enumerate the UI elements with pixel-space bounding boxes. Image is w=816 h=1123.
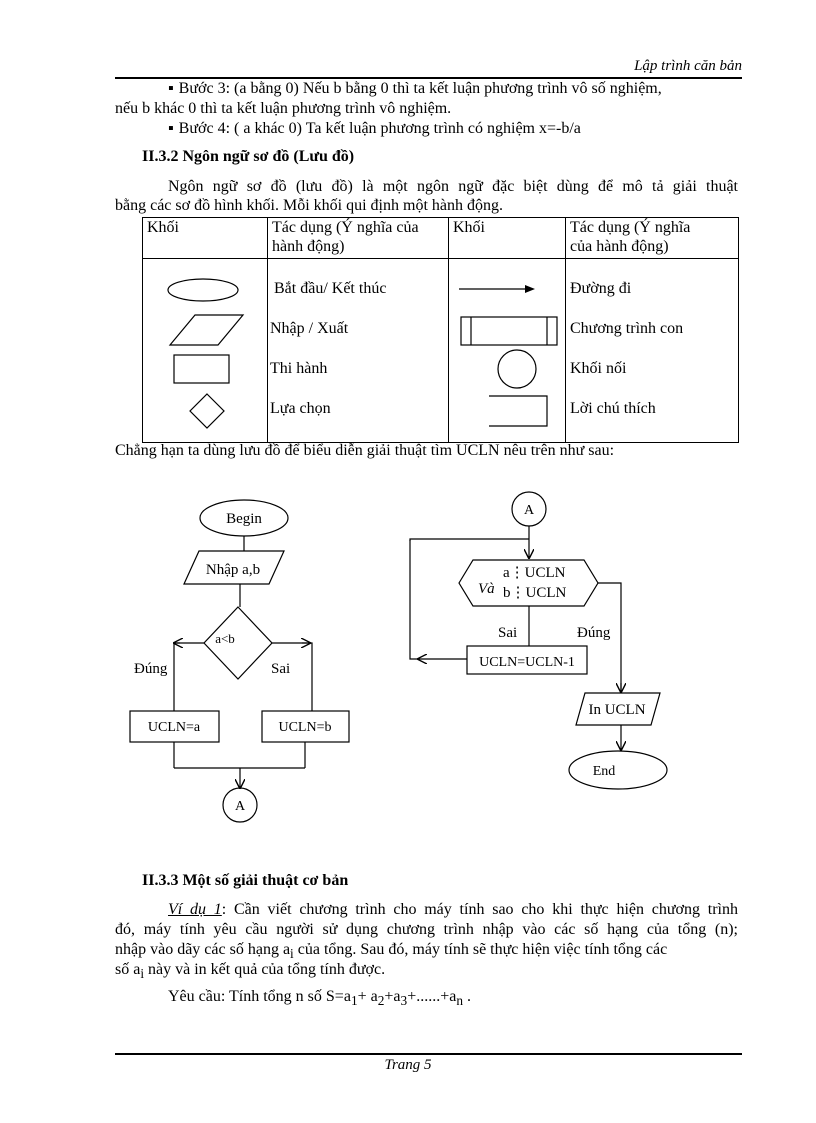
end-shape <box>568 750 668 790</box>
input-shape <box>183 550 285 585</box>
cond2-line1-label: a⋮UCLN <box>503 565 566 581</box>
table-body-row: Bắt đầu/ Kết thúc Nhập / Xuất Thi hành L… <box>142 258 739 443</box>
page-header-title: Lập trình căn bản <box>634 58 742 74</box>
symbol-cell-right <box>448 258 566 443</box>
end-label: End <box>593 764 616 779</box>
left-symbols <box>167 278 245 429</box>
page-number: Trang 5 <box>384 1057 432 1073</box>
decrement-label: UCLN=UCLN-1 <box>479 655 575 670</box>
assign-a-label: UCLN=a <box>148 720 201 735</box>
symbol-cell-left <box>142 258 268 443</box>
condition-label: a<b <box>215 631 235 646</box>
meaning-process: Thi hành <box>270 360 328 377</box>
example-intro: Chẳng hạn ta dùng lưu đồ để biểu diễn gi… <box>115 442 615 459</box>
comment-bracket-icon <box>489 395 548 427</box>
output-shape <box>575 692 661 726</box>
connector-circle-icon <box>497 349 537 389</box>
right-symbols <box>459 285 558 427</box>
vd1-line4: số ai này và in kết quả của tổng tính đư… <box>115 961 386 982</box>
output-label: In UCLN <box>588 702 645 718</box>
meaning-flow: Đường đi <box>570 280 632 297</box>
footer-rule <box>115 1053 742 1055</box>
decision-diamond-icon <box>189 393 225 429</box>
meaning-comment: Lời chú thích <box>570 400 656 417</box>
section-232-title: II.3.2 Ngôn ngữ sơ đồ (Lưu đồ) <box>142 148 355 165</box>
terminal-shape-icon <box>167 278 239 302</box>
meaning-decision: Lựa chọn <box>270 400 331 417</box>
begin-label: Begin <box>226 511 262 527</box>
intro-line1: Ngôn ngữ sơ đồ (lưu đồ) là một ngôn ngữ … <box>168 178 738 195</box>
io-parallelogram-icon <box>168 314 245 346</box>
step3-line1: Bước 3: (a bằng 0) Nếu b bằng 0 thì ta k… <box>168 79 662 99</box>
condition-shape <box>203 606 273 680</box>
yes-right-label: Đúng <box>577 625 611 641</box>
vd1-label: Ví dụ 1 <box>168 901 222 918</box>
assign-b-label: UCLN=b <box>278 720 331 735</box>
requirement-line: Yêu cầu: Tính tổng n số S=a1+ a2+a3+....… <box>168 988 472 1009</box>
input-label: Nhập a,b <box>206 562 260 578</box>
step4-line: Bước 4: ( a khác 0) Ta kết luận phương t… <box>168 119 581 139</box>
meaning-io: Nhập / Xuất <box>270 320 349 337</box>
subroutine-icon <box>460 316 558 346</box>
vd1-line3: nhập vào dãy các số hạng ai của tổng. Sa… <box>115 941 668 962</box>
meaning-connector: Khối nối <box>570 360 627 377</box>
decrement-shape <box>466 645 588 675</box>
section-233-title: II.3.3 Một số giải thuật cơ bản <box>142 872 349 889</box>
connector-a-bottom <box>222 787 258 823</box>
vd1-line2: đó, máy tính yêu cầu người sử dụng chươn… <box>115 921 738 938</box>
header-rule <box>115 77 742 79</box>
meaning-cell-right: Đường đi Chương trình con Khối nối Lời c… <box>565 258 739 443</box>
vd1-line1: Ví dụ 1: Cần viết chương trình cho máy t… <box>168 901 739 918</box>
no-left-label: Sai <box>271 661 290 677</box>
no-right-label: Sai <box>498 625 517 641</box>
table-header-cell: Khối <box>142 217 268 259</box>
cond2-va-label: Và <box>478 581 495 597</box>
connector-a-bottom-label: A <box>235 799 246 814</box>
meaning-terminal: Bắt đầu/ Kết thúc <box>274 280 387 297</box>
intro-line2: bằng các sơ đồ hình khối. Mỗi khối qui đ… <box>115 197 503 214</box>
arrow-head-icon <box>525 285 535 293</box>
ucln-flowchart: Begin Nhập a,b a<b Đúng Sai UCLN=a UCLN=… <box>129 491 668 823</box>
step3-line2: nếu b khác 0 thì ta kết luận phương trìn… <box>115 100 452 117</box>
cond2-line2-label: b⋮UCLN <box>503 585 567 601</box>
connector-a-top-label: A <box>524 503 535 518</box>
meaning-subroutine: Chương trình con <box>570 320 684 337</box>
meaning-cell-left: Bắt đầu/ Kết thúc Nhập / Xuất Thi hành L… <box>267 258 449 443</box>
yes-left-label: Đúng <box>134 661 168 677</box>
process-rect-icon <box>173 354 230 384</box>
table-header-cell: Khối <box>448 217 566 259</box>
